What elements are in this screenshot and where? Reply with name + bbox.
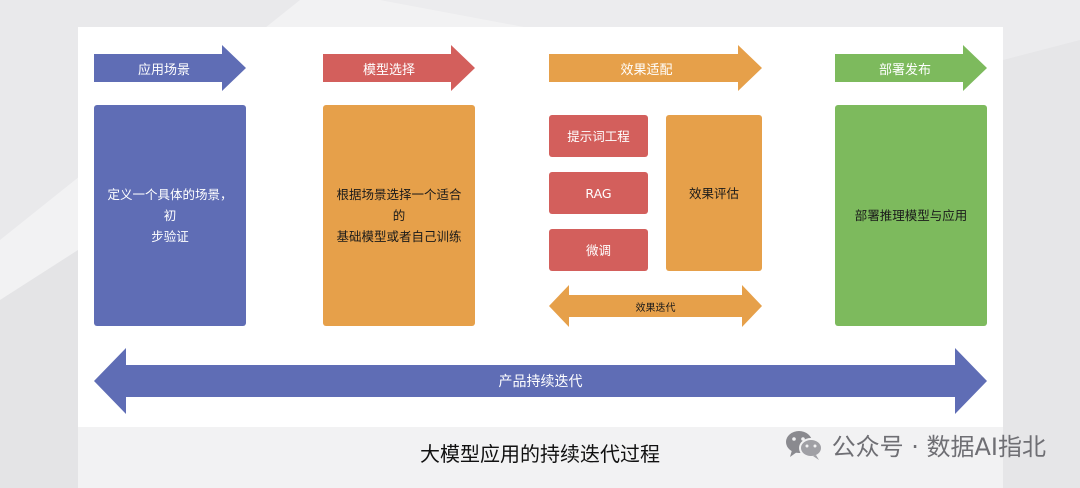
rag-label: RAG (585, 185, 612, 201)
stage-arrow-scene: 应用场景 (94, 45, 246, 91)
scene-box: 定义一个具体的场景，初 步验证 (94, 105, 246, 326)
wechat-icon (785, 430, 823, 460)
watermark-text: 公众号 · 数据AI指北 (831, 433, 1046, 461)
product-arrow-shape (94, 348, 987, 414)
model-box: 根据场景选择一个适合的 基础模型或者自己训练 (323, 105, 475, 326)
wechat-watermark: 公众号 · 数据AI指北 (784, 427, 1046, 462)
prompt-engineering-label: 提示词工程 (567, 128, 630, 144)
iterate-arrow-label: 效果迭代 (635, 302, 676, 314)
stage-arrow-shape (549, 45, 762, 91)
stage-label: 部署发布 (878, 62, 931, 78)
rag-box: RAG (549, 172, 648, 214)
stage-arrow-shape (94, 45, 246, 91)
stage-label: 模型选择 (362, 62, 415, 78)
stage-arrow-adapt: 效果适配 (549, 45, 762, 91)
evaluation-box: 效果评估 (666, 115, 762, 271)
scene-box-text: 定义一个具体的场景，初 步验证 (107, 187, 233, 244)
product-iteration-arrow: 产品持续迭代 (94, 348, 987, 414)
product-arrow-label: 产品持续迭代 (498, 374, 583, 390)
stage-arrow-deploy: 部署发布 (835, 45, 987, 91)
iterate-arrow-shape (549, 285, 762, 327)
stage-arrow-shape (835, 45, 987, 91)
deploy-box-text: 部署推理模型与应用 (854, 208, 968, 223)
stage-label: 效果适配 (620, 62, 673, 78)
iterate-arrow: 效果迭代 (549, 285, 762, 327)
stage-arrow-shape (323, 45, 475, 91)
stage-arrow-model: 模型选择 (323, 45, 475, 91)
diagram-caption: 大模型应用的持续迭代过程 (420, 442, 660, 466)
evaluation-label: 效果评估 (688, 185, 739, 201)
stage-label: 应用场景 (137, 62, 190, 78)
finetune-box: 微调 (549, 229, 648, 271)
finetune-label: 微调 (585, 242, 611, 258)
prompt-engineering-box: 提示词工程 (549, 115, 648, 157)
model-box-text: 根据场景选择一个适合的 基础模型或者自己训练 (336, 187, 462, 244)
deploy-box: 部署推理模型与应用 (835, 105, 987, 326)
